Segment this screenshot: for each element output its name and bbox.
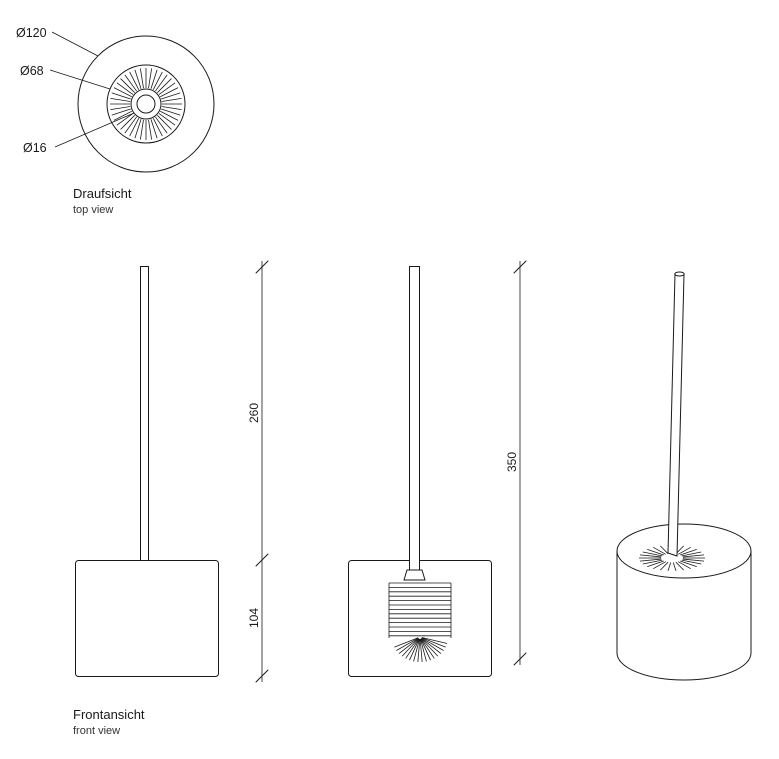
front-mid-collar	[403, 569, 426, 581]
top-view-drawing: Ø120 Ø68 Ø16 Draufsicht top view	[16, 26, 215, 216]
leader-line-inner	[54, 112, 135, 148]
dimension-chain-260-104: 260 104	[247, 260, 269, 683]
persp-cylinder-bottom	[616, 652, 752, 681]
front-view-subtitle: front view	[73, 725, 120, 737]
dimension-350: 350	[505, 260, 527, 666]
dimension-tick-total-bottom	[513, 652, 527, 666]
dimension-tick-total-top	[513, 260, 527, 274]
top-view-hub-circle	[130, 88, 162, 120]
front-view-brush-drawing	[348, 266, 492, 677]
dim-handle-height-label: 260	[247, 403, 261, 423]
top-view-handle-circle	[136, 94, 156, 114]
front-view-title: Frontansicht	[73, 707, 145, 722]
persp-handle-rod	[667, 273, 685, 557]
dim-body-height-label: 104	[247, 608, 261, 628]
dimension-tick-top	[255, 260, 269, 274]
leader-line-mid	[49, 69, 111, 90]
dimension-tick-bottom	[255, 669, 269, 683]
top-view-title: Draufsicht	[73, 186, 132, 201]
top-view-bristles	[110, 68, 182, 140]
dim-mid-diameter-label: Ø68	[20, 64, 44, 78]
front-mid-brush-fan	[394, 637, 448, 662]
front-left-container	[75, 560, 219, 677]
front-view-outline-drawing	[75, 266, 219, 677]
top-view-subtitle: top view	[73, 204, 113, 216]
dim-outer-diameter-label: Ø120	[16, 26, 47, 40]
front-mid-handle-rod	[409, 266, 420, 571]
front-view-caption: Frontansicht front view	[73, 707, 145, 737]
top-view-outer-circle	[77, 35, 215, 173]
top-view-brush-circle	[106, 64, 186, 144]
dimension-tick-mid	[255, 553, 269, 567]
leader-line-outer	[51, 31, 99, 57]
dim-total-height-label: 350	[505, 452, 519, 472]
dim-inner-diameter-label: Ø16	[23, 141, 47, 155]
front-left-handle-rod	[140, 266, 149, 561]
perspective-view-drawing	[616, 271, 752, 681]
front-mid-brush-hatch	[388, 582, 452, 638]
persp-handle-cap	[674, 271, 685, 277]
